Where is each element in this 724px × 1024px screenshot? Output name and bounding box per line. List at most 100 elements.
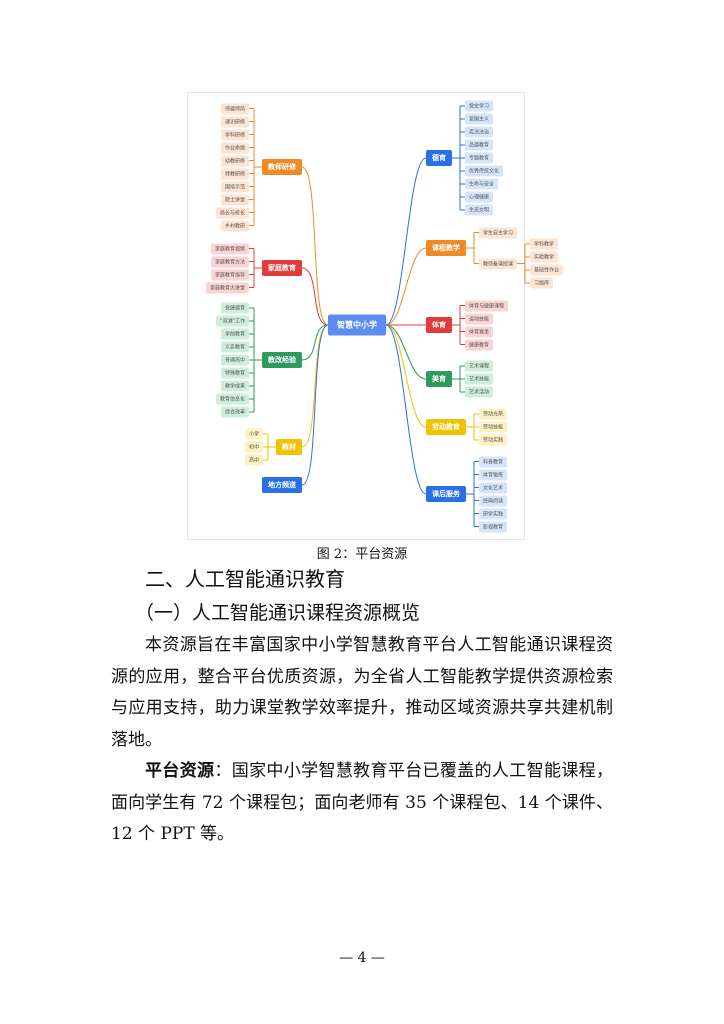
bracket-connector [452, 305, 461, 345]
mindmap-figure: 智慧中小学 教师研修 师德师风通识研修学科研修作业命题幼教研修特教研修国培示范院士… [187, 92, 564, 540]
branch-node: 教材 [276, 439, 302, 455]
branch-connector [301, 324, 329, 486]
branch-node: 劳动教育 [426, 419, 466, 435]
leaf-node: 心理健康 [465, 191, 494, 203]
leaf-node: 经典阅读 [479, 495, 508, 506]
leaf-node: 体育与健康课程 [465, 300, 509, 311]
leaf-node: 宪法法治 [465, 126, 494, 138]
bracket-connector [253, 308, 262, 412]
leaf-node: 师德师风 [221, 103, 250, 114]
bracket-connector [253, 108, 262, 226]
leaf-node: 科普教育 [479, 456, 508, 467]
branch-node: 教师研修 [262, 159, 302, 175]
subsection-heading: （一）人工智能通识课程资源概览 [135, 602, 421, 624]
leaf-node: 健康教育 [465, 339, 494, 350]
leaf-node: 生态文明 [465, 204, 494, 216]
branch-node: 家庭教育 [262, 260, 302, 276]
leaf-node: 初中 [245, 441, 264, 453]
leaf-node: 党史学习 [465, 100, 494, 112]
leaf-node: 运动技能 [465, 313, 494, 324]
label-platform-resources: 平台资源 [145, 761, 215, 781]
page-number: — 4 — [339, 950, 385, 966]
leaf-node: 教育信息化 [216, 393, 250, 405]
figure-caption: 图 2：平台资源 [316, 547, 408, 562]
leaf-node: 高中 [245, 454, 264, 466]
branch-node: 德育 [426, 150, 452, 166]
leaf-node: 院士讲堂 [221, 194, 250, 205]
leaf-node: 作业命题 [221, 142, 250, 153]
bracket-connector [267, 434, 276, 460]
branch-connector [385, 157, 427, 326]
leaf-node: 乡村教研 [221, 220, 250, 231]
section-heading: 二、人工智能通识教育 [145, 567, 345, 591]
bracket-connector [466, 461, 475, 527]
leaf-node: 品德教育 [465, 139, 494, 151]
leaf-node: 家庭教育指导 [211, 269, 250, 280]
mindmap-connectors [249, 105, 530, 527]
leaf-node: 专题教育 [465, 152, 494, 164]
bracket-connector [452, 106, 461, 210]
leaf-node: 学科研修 [221, 129, 250, 140]
branch-node: 美育 [426, 371, 452, 387]
leaf-node: 学科教学 [530, 238, 559, 250]
branch-connector [301, 267, 329, 326]
leaf-node: 学前教育 [221, 328, 250, 340]
branch-node: 课程教学 [426, 240, 466, 256]
platform-resources-text: ：国家中小学智慧教育平台已覆盖的人工智能课程，面向学生有 72 个课程包；面向老… [111, 761, 614, 844]
leaf-node: 特教研修 [221, 168, 250, 179]
leaf-node: 局长与校长 [216, 207, 250, 218]
leaf-node: 实验教学 [530, 251, 559, 263]
leaf-node: 习题库 [530, 277, 554, 289]
leaf-node: 劳动实践 [479, 434, 508, 446]
leaf-node: 国培示范 [221, 181, 250, 192]
bracket-connector [452, 366, 461, 392]
leaf-node: 劳动技能 [479, 421, 508, 433]
bracket-connector [466, 232, 475, 264]
leaf-node: 艺术课程 [465, 360, 494, 372]
branch-node: 体育 [426, 317, 452, 333]
leaf-node: 教学成果 [221, 380, 250, 392]
leaf-node: 特殊教育 [221, 367, 250, 379]
branch-connector [385, 324, 427, 495]
leaf-node: “双减”工作 [216, 315, 250, 327]
bracket-connector [517, 244, 526, 283]
leaf-node: 通识研修 [221, 116, 250, 127]
branch-connector [385, 324, 427, 380]
branch-connector [301, 324, 329, 361]
leaf-node: 普通高中 [221, 354, 250, 366]
paragraph-platform-resources: 平台资源：国家中小学智慧教育平台已覆盖的人工智能课程，面向学生有 72 个课程包… [111, 756, 613, 851]
leaf-node: 党建德育 [221, 302, 250, 314]
leaf-node: 教师备课授课 [479, 258, 518, 269]
leaf-node: 生命与安全 [465, 178, 499, 190]
bracket-connector [253, 248, 262, 288]
leaf-node: 家庭教育大讲堂 [206, 282, 250, 293]
branch-node: 教改经验 [262, 352, 302, 368]
leaf-node: 小学 [245, 428, 264, 440]
branch-connector [385, 247, 427, 326]
leaf-node: 研学实践 [479, 508, 508, 519]
leaf-node: 爱国主义 [465, 113, 494, 125]
leaf-node: 体育锻炼 [479, 469, 508, 480]
body-text: 二、人工智能通识教育 （一）人工智能通识课程资源概览 本资源旨在丰富国家中小学智… [111, 566, 613, 851]
leaf-node: 综合改革 [221, 406, 250, 418]
leaf-node: 优秀传统文化 [465, 165, 504, 177]
leaf-node: 义务教育 [221, 341, 250, 353]
leaf-node: 体育赛事 [465, 326, 494, 337]
leaf-node: 劳动光荣 [479, 408, 508, 420]
leaf-node: 基础性作业 [530, 264, 564, 276]
branch-node: 地方频道 [262, 477, 302, 493]
branch-connector [301, 166, 329, 326]
leaf-node: 学生自主学习 [479, 227, 518, 238]
leaf-node: 艺术活动 [465, 386, 494, 398]
leaf-node: 艺术技能 [465, 373, 494, 385]
paragraph-intro: 本资源旨在丰富国家中小学智慧教育平台人工智能通识课程资源的应用，整合平台优质资源… [111, 635, 613, 750]
bracket-connector [466, 414, 475, 440]
branch-node: 课后服务 [426, 486, 466, 502]
mindmap-center-node: 智慧中小学 [328, 314, 386, 336]
leaf-node: 文化艺术 [479, 482, 508, 493]
leaf-node: 家庭教育方法 [211, 256, 250, 267]
leaf-node: 家庭教育视频 [211, 243, 250, 254]
leaf-node: 影视教育 [479, 521, 508, 532]
leaf-node: 幼教研修 [221, 155, 250, 166]
